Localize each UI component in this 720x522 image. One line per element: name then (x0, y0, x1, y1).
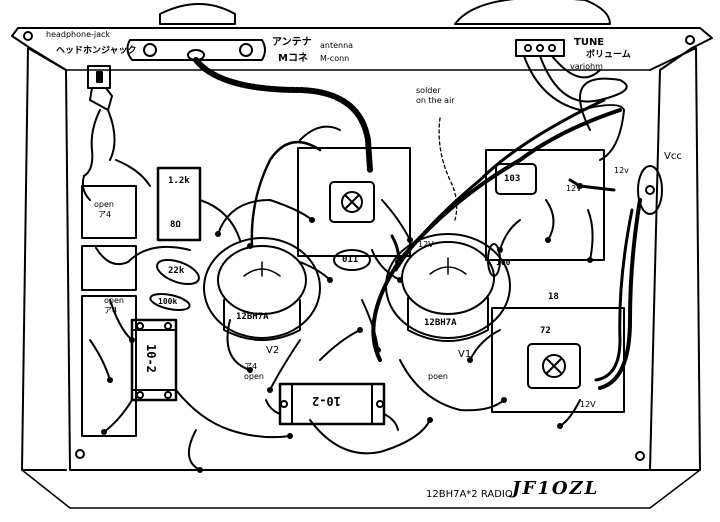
callsign: JF1OZL (512, 478, 600, 499)
volume-label-jp: ボリューム (586, 50, 631, 60)
resistor-12k-label: 1.2k (168, 176, 190, 186)
power-harness-3 (598, 198, 642, 390)
terminal-board-left-top (81, 185, 137, 239)
knob-left (159, 3, 236, 25)
center-pot (329, 181, 375, 223)
headphone-jack-label-jp: ヘッドホンジャック (56, 46, 137, 56)
antenna-label-jp: アンテナ (272, 37, 312, 48)
terminal-board-right-top (485, 149, 605, 261)
tune-variohm (515, 39, 565, 57)
open-label-2: open (104, 296, 124, 305)
capacitor-103-label: 103 (504, 174, 521, 184)
power-harness-2 (394, 98, 606, 272)
12v-label-center: 12V (418, 240, 434, 249)
capacitor-011-label: 011 (342, 255, 359, 265)
knob-right (454, 0, 611, 25)
r18-label: 18 (548, 292, 559, 302)
resistor-100k (149, 292, 191, 312)
resistor-100k-label: 100k (158, 297, 178, 306)
antenna-coax (193, 57, 373, 173)
capacitor-22k-label: 22k (168, 266, 185, 276)
pin-label-3: ア4 (244, 362, 258, 371)
antenna-m-connector (126, 39, 266, 61)
terminal-board-right-bot (491, 307, 625, 413)
chassis-inner-left (21, 47, 67, 471)
mconn-label-en: M-conn (320, 54, 350, 63)
vcc-label: Vcc (664, 151, 682, 162)
headphone-jack (87, 65, 111, 89)
capacitor-22k (156, 258, 200, 286)
resistor-8r-label: 8Ω (170, 220, 181, 230)
12v-label-right-top: 12V (566, 184, 582, 193)
tube-right-label: 12BH7A (424, 318, 457, 328)
pin-label-2: ア4 (104, 306, 118, 315)
terminal-board-left-mid (81, 245, 137, 291)
open-label-1: open (94, 200, 114, 209)
v2-label: V2 (266, 345, 280, 356)
12v-label-vcc: 12v (614, 166, 629, 175)
12v-label-right-bot: 12V (580, 400, 596, 409)
solder-dashed (438, 117, 458, 221)
terminal-board-left-bot (81, 295, 137, 437)
vcc-connector (637, 165, 663, 215)
power-harness-1 (371, 108, 622, 362)
resistor-100-label: 100 (496, 258, 511, 267)
chassis-outline (11, 27, 713, 471)
on-the-air-label: on the air (416, 96, 455, 105)
resistor-block (156, 166, 202, 242)
right-bottom-pot (527, 343, 581, 389)
terminal-board-center (297, 147, 411, 257)
mconn-label-jp: Mコネ (278, 53, 308, 64)
tube-left-socket (203, 237, 321, 339)
headphone-jack-label-en: headphone-jack (46, 30, 111, 39)
poen-label: poen (428, 372, 448, 381)
transformer-left (130, 318, 178, 402)
transformer-bottom-label: 10-2 (312, 394, 341, 408)
caption: 12BH7A*2 RADIO (426, 489, 513, 500)
v1-label: V1 (458, 349, 472, 360)
transformer-left-label: 10-2 (144, 344, 158, 373)
antenna-label-en: antenna (320, 41, 354, 50)
tune-label: TUNE (574, 37, 605, 48)
variohm-label: variohm (570, 62, 603, 71)
r72-label: 72 (540, 326, 551, 336)
pin-label-1: ア4 (98, 210, 112, 219)
open-label-3: open (244, 372, 264, 381)
solder-label: solder (416, 86, 441, 95)
chassis-inner-right (649, 47, 701, 471)
tube-left-label: 12BH7A (236, 312, 269, 322)
capacitor-011 (333, 249, 371, 271)
